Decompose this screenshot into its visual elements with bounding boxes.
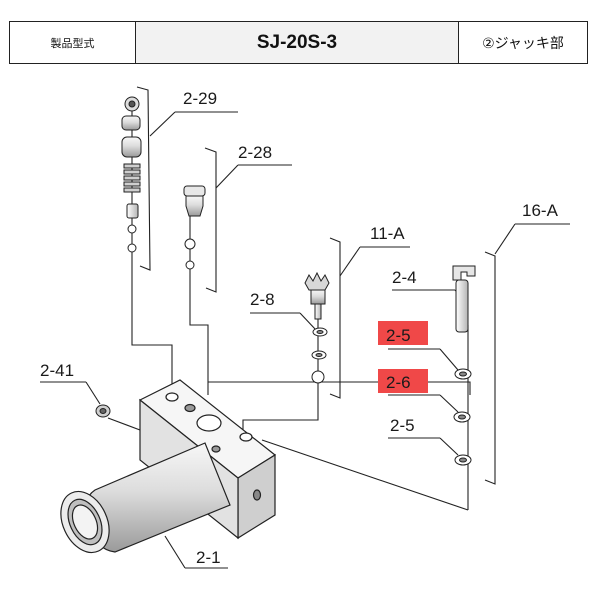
label-2-41: 2-41 [40,361,74,380]
model-label: 製品型式 [10,22,136,63]
jack-body [60,379,277,554]
section-label: ②ジャッキ部 [482,35,564,52]
label-2-28: 2-28 [238,143,272,162]
highlight-2-5 [378,321,428,345]
part-11-A-assembly [304,271,330,384]
part-2-29-assembly [121,96,142,253]
part-2-28-assembly [183,185,206,270]
label-2-1: 2-1 [196,548,221,567]
label-2-6-highlighted: 2-6 [386,373,411,392]
label-2-5-highlighted: 2-5 [386,326,411,345]
label-2-8: 2-8 [250,290,275,309]
highlight-2-6 [378,369,428,393]
label-11-A: 11-A [370,224,405,243]
title-block: 製品型式 SJ-20S-3 ②ジャッキ部 [9,21,588,64]
leader-lines [40,86,570,569]
label-2-4: 2-4 [392,268,417,287]
part-2-41-fitting [95,404,111,418]
label-2-5: 2-5 [390,416,415,435]
label-2-29: 2-29 [183,89,217,108]
part-16-A-assembly [452,265,476,466]
label-16-A: 16-A [522,201,559,220]
model-value: SJ-20S-3 [136,22,459,63]
